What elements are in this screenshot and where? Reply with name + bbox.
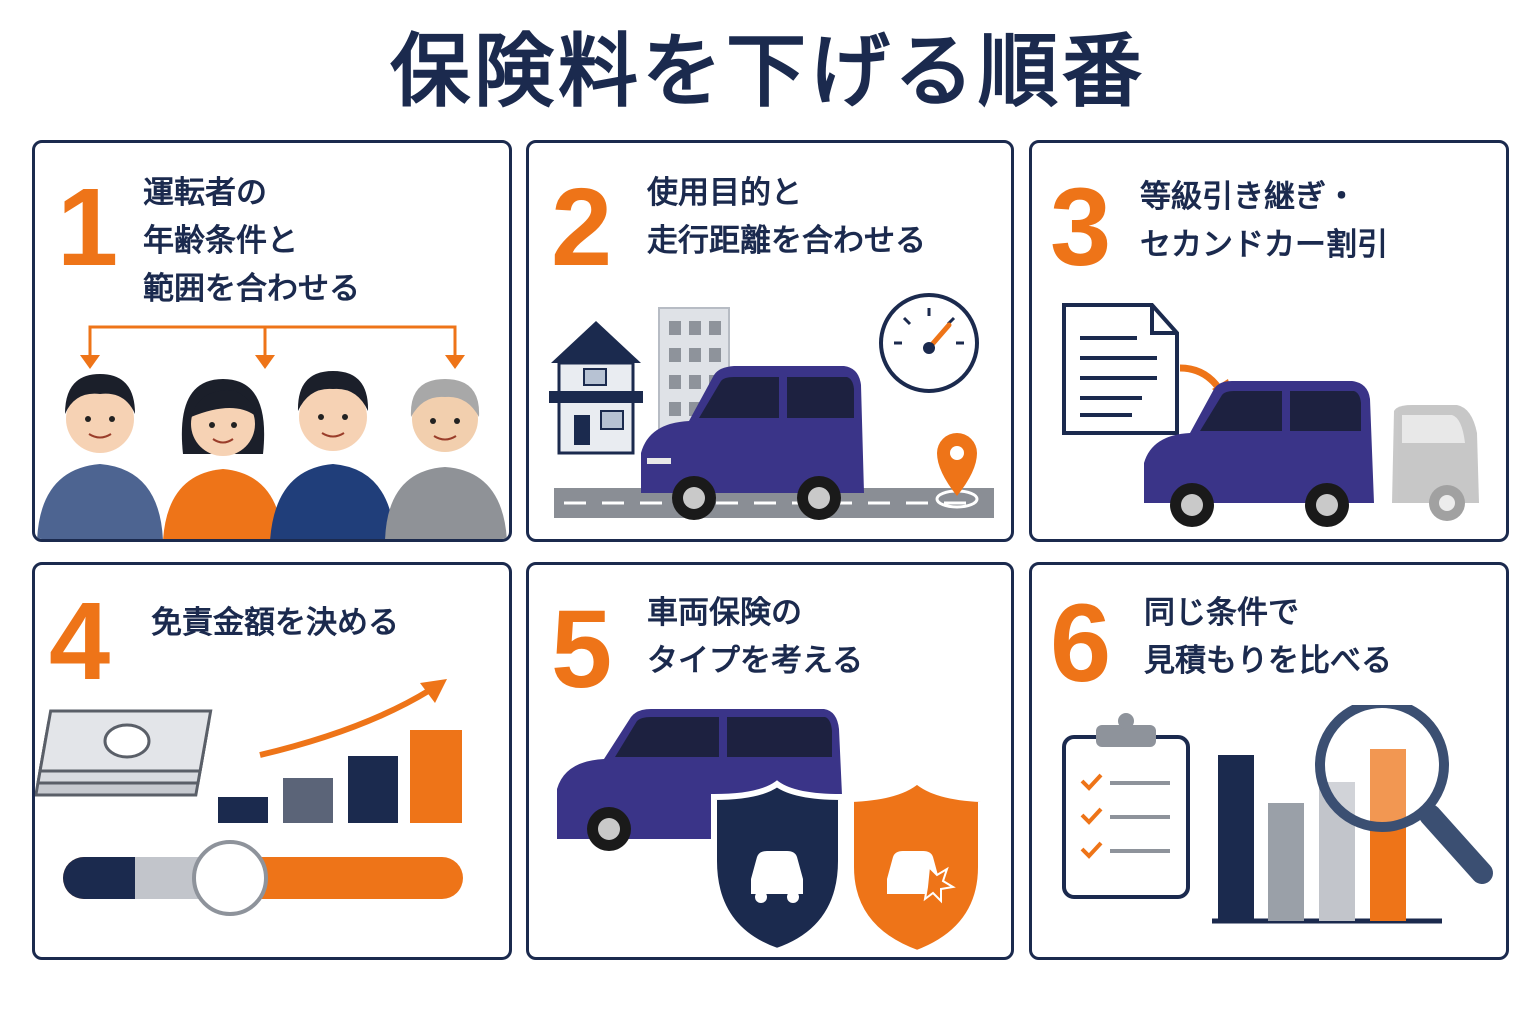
car-icon — [1144, 381, 1374, 527]
shield-accident-icon — [848, 776, 984, 957]
bar-chart-icon — [1212, 749, 1442, 924]
person-icon — [385, 379, 507, 539]
step-card-1: 1 運転者の年齢条件と範囲を合わせる — [32, 140, 512, 542]
step-card-2: 2 使用目的と走行距離を合わせる — [526, 140, 1014, 542]
step-card-4: 4 免責金額を決める — [32, 562, 512, 960]
money-stack-icon — [35, 709, 213, 797]
bar-chart-icon — [218, 679, 462, 823]
step-number: 6 — [1050, 582, 1112, 705]
step-number: 1 — [57, 166, 119, 289]
step-label: 車両保険のタイプを考える — [647, 595, 864, 679]
person-icon — [270, 371, 395, 539]
shield-car-icon — [711, 780, 844, 955]
arrow-down-icon — [88, 325, 457, 359]
step-number: 4 — [49, 580, 111, 703]
car-icon — [641, 366, 864, 520]
magnifier-icon — [1315, 705, 1493, 884]
step-number: 5 — [551, 588, 613, 711]
step-label: 使用目的と走行距離を合わせる — [647, 175, 926, 259]
step-number: 2 — [551, 166, 613, 289]
document-icon — [1062, 303, 1179, 435]
speedometer-icon — [879, 293, 979, 393]
step-label: 等級引き継ぎ・セカンドカー割引 — [1140, 179, 1388, 263]
person-icon — [163, 379, 283, 539]
step-label: 免責金額を決める — [151, 605, 399, 641]
car-icon — [1392, 405, 1479, 521]
step-label: 運転者の年齢条件と範囲を合わせる — [143, 175, 360, 307]
step-card-5: 5 車両保険のタイプを考える — [526, 562, 1014, 960]
step-card-3: 3 等級引き継ぎ・セカンドカー割引 — [1029, 140, 1509, 542]
slider-icon[interactable] — [63, 840, 463, 916]
step-card-6: 6 同じ条件で見積もりを比べる — [1029, 562, 1509, 960]
step-label: 同じ条件で見積もりを比べる — [1144, 595, 1392, 679]
step-number: 3 — [1050, 166, 1112, 289]
location-pin-icon — [935, 433, 979, 509]
house-icon — [549, 321, 643, 455]
page-title: 保険料を下げる順番 — [390, 25, 1146, 118]
person-icon — [37, 374, 163, 539]
clipboard-checklist-icon — [1062, 713, 1190, 899]
